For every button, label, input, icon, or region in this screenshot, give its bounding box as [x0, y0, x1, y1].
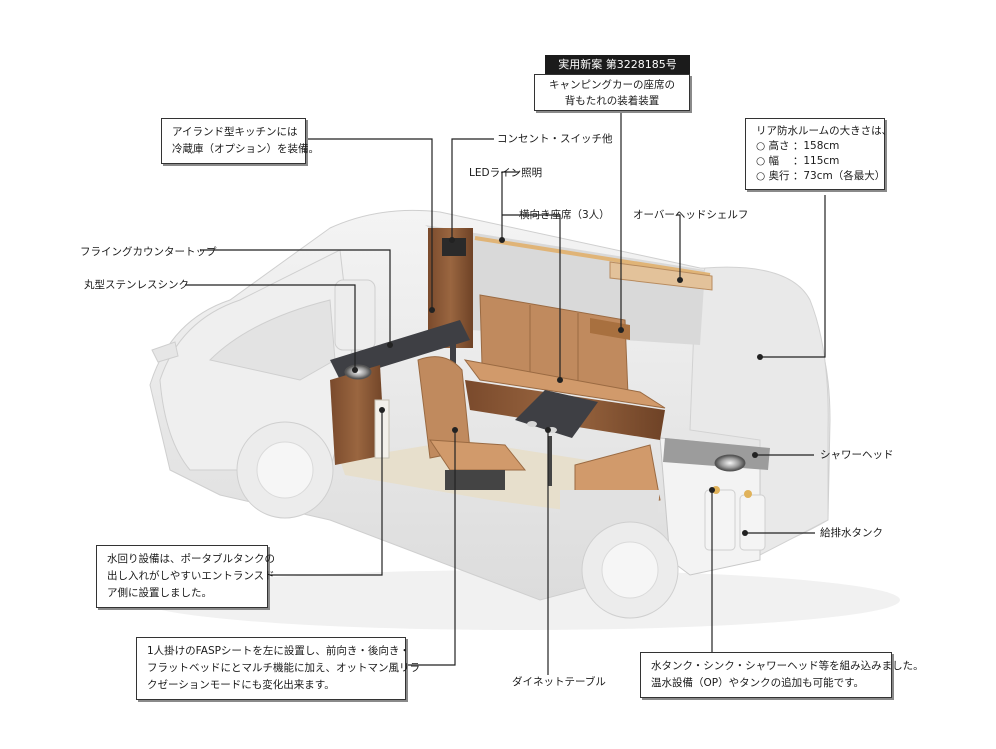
led-label: LEDライン照明: [469, 167, 543, 179]
fasp-seat-callout: 1人掛けのFASPシートを左に設置し、前向き・後向き・ フラットベッドにとマルチ…: [136, 637, 420, 700]
fasp-seat-cushion: [429, 439, 527, 471]
patent-line: 背もたれの装着装置: [564, 95, 660, 107]
dinette-table: [515, 390, 598, 438]
overhead-shelf: [609, 261, 713, 291]
fasp-seat-back: [417, 356, 471, 459]
kitchen-callout: アイランド型キッチンには 冷蔵庫（オプション）を装備。: [161, 118, 319, 164]
sink-label: 丸型ステンレスシンク: [84, 279, 189, 291]
tank-label: 給排水タンク: [820, 527, 883, 539]
fasp-seat-base: [445, 470, 505, 490]
patent-description: キャンピングカーの座席の 背もたれの装着装置: [534, 74, 690, 111]
front-window: [209, 299, 336, 381]
overhead-shelf-label: オーバーヘッドシェルフ: [633, 209, 749, 221]
table-leg: [548, 436, 552, 486]
leader-lines: [185, 111, 826, 675]
outlet-panel: [442, 238, 466, 256]
callout-line: 出し入れがしやすいエントランスド: [107, 570, 275, 582]
callout-line: ア側に設置しました。: [107, 587, 212, 599]
rear-wall: [689, 266, 829, 556]
cup-holder-1: [527, 421, 537, 427]
mirror: [151, 341, 179, 363]
leader-dots: [352, 237, 763, 536]
callout-line: ○ 高さ ：158cm: [756, 140, 840, 152]
headrest: [590, 318, 630, 340]
kitchen-cabinet: [330, 365, 385, 465]
ground-shadow: [140, 570, 900, 630]
callout-line: 冷蔵庫（オプション）を装備。: [172, 143, 319, 155]
water-facility-callout: 水回り設備は、ポータブルタンクの 出し入れがしやすいエントランスド ア側に設置し…: [96, 545, 275, 608]
dinette-table-label: ダイネットテーブル: [512, 676, 606, 688]
shower-head-label: シャワーヘッド: [820, 449, 894, 461]
callout-line: 1人掛けのFASPシートを左に設置し、前向き・後向き・: [147, 645, 410, 657]
bench-seat: [463, 359, 666, 409]
shower-sink: [714, 454, 746, 472]
led-line: [474, 236, 711, 277]
callout-line: 水回り設備は、ポータブルタンクの: [107, 553, 275, 565]
water-tank-1: [704, 489, 736, 551]
round-sink: [344, 364, 372, 380]
callout-line: リア防水ルームの大きさは、: [756, 125, 893, 137]
callout-line: ○ 幅 ：115cm: [756, 155, 840, 167]
patent-header: 実用新案 第3228185号: [545, 55, 690, 74]
counter-label: フライングカウンタートップ: [80, 246, 217, 258]
counter-leg: [450, 338, 456, 378]
callout-line: フラットベッドにとマルチ機能に加え、オットマン風リラ: [147, 662, 420, 674]
patent-line: キャンピングカーの座席の: [549, 79, 675, 91]
callout-line: アイランド型キッチンには: [172, 126, 298, 138]
rear-cushion-base: [560, 490, 660, 530]
callout-line: 温水設備（OP）やタンクの追加も可能です。: [651, 677, 865, 689]
side-seat-label: 横向き座席（3人）: [519, 209, 610, 221]
callout-line: 水タンク・シンク・シャワーヘッド等を組み込みました。: [651, 660, 924, 672]
outlet-label: コンセント・スイッチ他: [497, 133, 613, 145]
kitchen-top: [330, 320, 470, 380]
rear-room-callout: リア防水ルームの大きさは、 ○ 高さ ：158cm ○ 幅 ：115cm ○ 奥…: [745, 118, 893, 190]
callout-line: クゼーションモードにも変化出来ます。: [147, 679, 335, 691]
water-tank-2: [739, 494, 766, 551]
shower-unit-callout: 水タンク・シンク・シャワーヘッド等を組み込みました。 温水設備（OP）やタンクの…: [640, 652, 924, 698]
callout-line: ○ 奥行 ：73cm（各最大）: [756, 170, 886, 182]
